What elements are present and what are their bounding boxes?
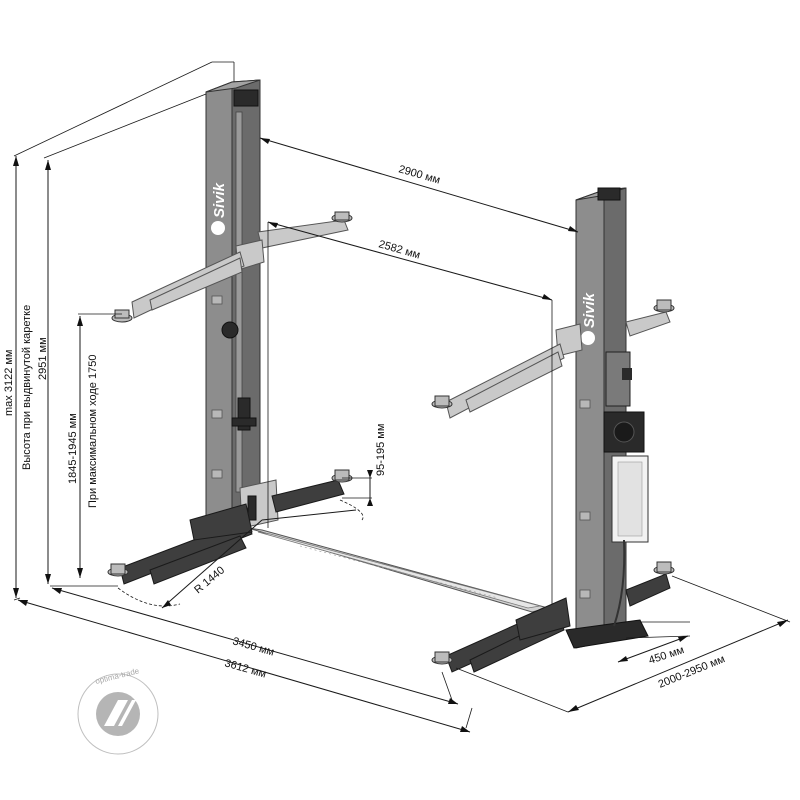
dim-max-height: max 3122 мм Высота при выдвинутой каретк…: [3, 61, 235, 598]
floor-plate: [247, 527, 550, 613]
dim-outer-width-label: 3612 мм: [223, 657, 267, 680]
left-brand-text: Sivik: [211, 182, 228, 218]
dim-top-span: 2900 мм: [259, 137, 579, 233]
dim-lift-range-caption: При максимальном ходе 1750: [87, 355, 99, 508]
dim-pickup-height: 95-195 мм: [342, 424, 387, 506]
power-unit: [603, 351, 649, 627]
right-lower-arms: [431, 561, 675, 673]
dim-carriage-height: 2951 мм: [37, 93, 207, 584]
dim-carriage-height-label: 2951 мм: [37, 337, 49, 380]
right-brand-text: Sivik: [581, 292, 598, 328]
left-lower-arms: [107, 469, 353, 585]
left-column: Sivik: [205, 79, 261, 531]
dim-inner-width: 3450 мм: [50, 585, 459, 705]
dim-carriage-caption: Высота при выдвинутой каретке: [21, 305, 33, 470]
dim-column-depth-label: 450 мм: [647, 644, 685, 667]
right-upper-arms: [431, 299, 675, 419]
dim-inner-width-label: 3450 мм: [231, 635, 275, 658]
watermark-logo: optima-trade: [77, 666, 159, 755]
dim-pickup-height-label: 95-195 мм: [375, 424, 387, 476]
dim-lift-range: 1845-1945 мм При максимальном ходе 1750: [67, 313, 122, 578]
right-column-logo: Sivik: [581, 292, 598, 345]
left-column-logo: Sivik: [211, 182, 228, 235]
watermark-text: optima-trade: [94, 666, 140, 686]
dim-outer-width: 3612 мм: [13, 597, 473, 733]
dim-arm-radius-label: R 1440: [192, 564, 227, 596]
dim-lift-range-label: 1845-1945 мм: [67, 413, 79, 484]
left-upper-arms: [111, 211, 353, 323]
dim-top-span-label: 2900 мм: [397, 163, 441, 186]
dim-max-height-label: max 3122 мм: [3, 350, 15, 417]
